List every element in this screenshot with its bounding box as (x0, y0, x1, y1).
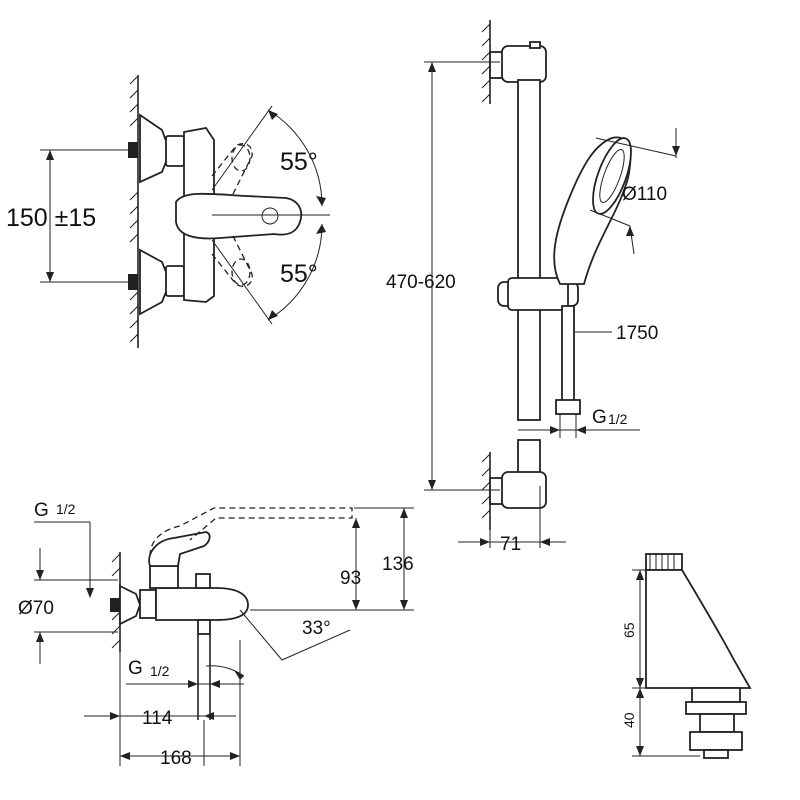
outlet-thread-label: G (128, 658, 143, 679)
angle-bottom-label: 55° (280, 260, 318, 288)
angle-top-label: 55° (280, 148, 318, 176)
depth-114-label: 114 (142, 708, 173, 729)
hose-thread-fraction: 1/2 (608, 411, 628, 427)
connector-detail-view: 65 40 (621, 553, 752, 759)
bath-mixer-side-view: 33° G 1/2 Ø70 93 136 G 1/2 (18, 500, 414, 769)
mixer-front-view: 150 ±15 55° 55° (6, 75, 330, 348)
spout-angle-label: 33° (302, 618, 331, 639)
height-93-label: 93 (340, 568, 361, 589)
depth-168-label: 168 (160, 748, 192, 769)
height-136-label: 136 (382, 554, 414, 575)
outlet-thread-fraction: 1/2 (150, 663, 170, 679)
connector-height-65: 65 (621, 622, 637, 638)
rail-height-label: 470-620 (386, 272, 456, 293)
hose-length-label: 1750 (616, 323, 658, 344)
inlet-thread-label: G (34, 500, 49, 521)
connector-height-40: 40 (621, 712, 637, 728)
wall-hatching (129, 75, 139, 343)
shower-rail-view: 470-620 Ø110 1750 G 1/2 71 (386, 20, 680, 555)
inlet-thread-fraction: 1/2 (56, 501, 76, 517)
mixer-height-dim: 150 ±15 (6, 204, 96, 232)
hose-thread-label: G (592, 407, 607, 428)
rail-projection-label: 71 (500, 534, 521, 555)
head-diameter-label: Ø110 (622, 184, 667, 205)
rosette-diameter-label: Ø70 (18, 598, 54, 619)
